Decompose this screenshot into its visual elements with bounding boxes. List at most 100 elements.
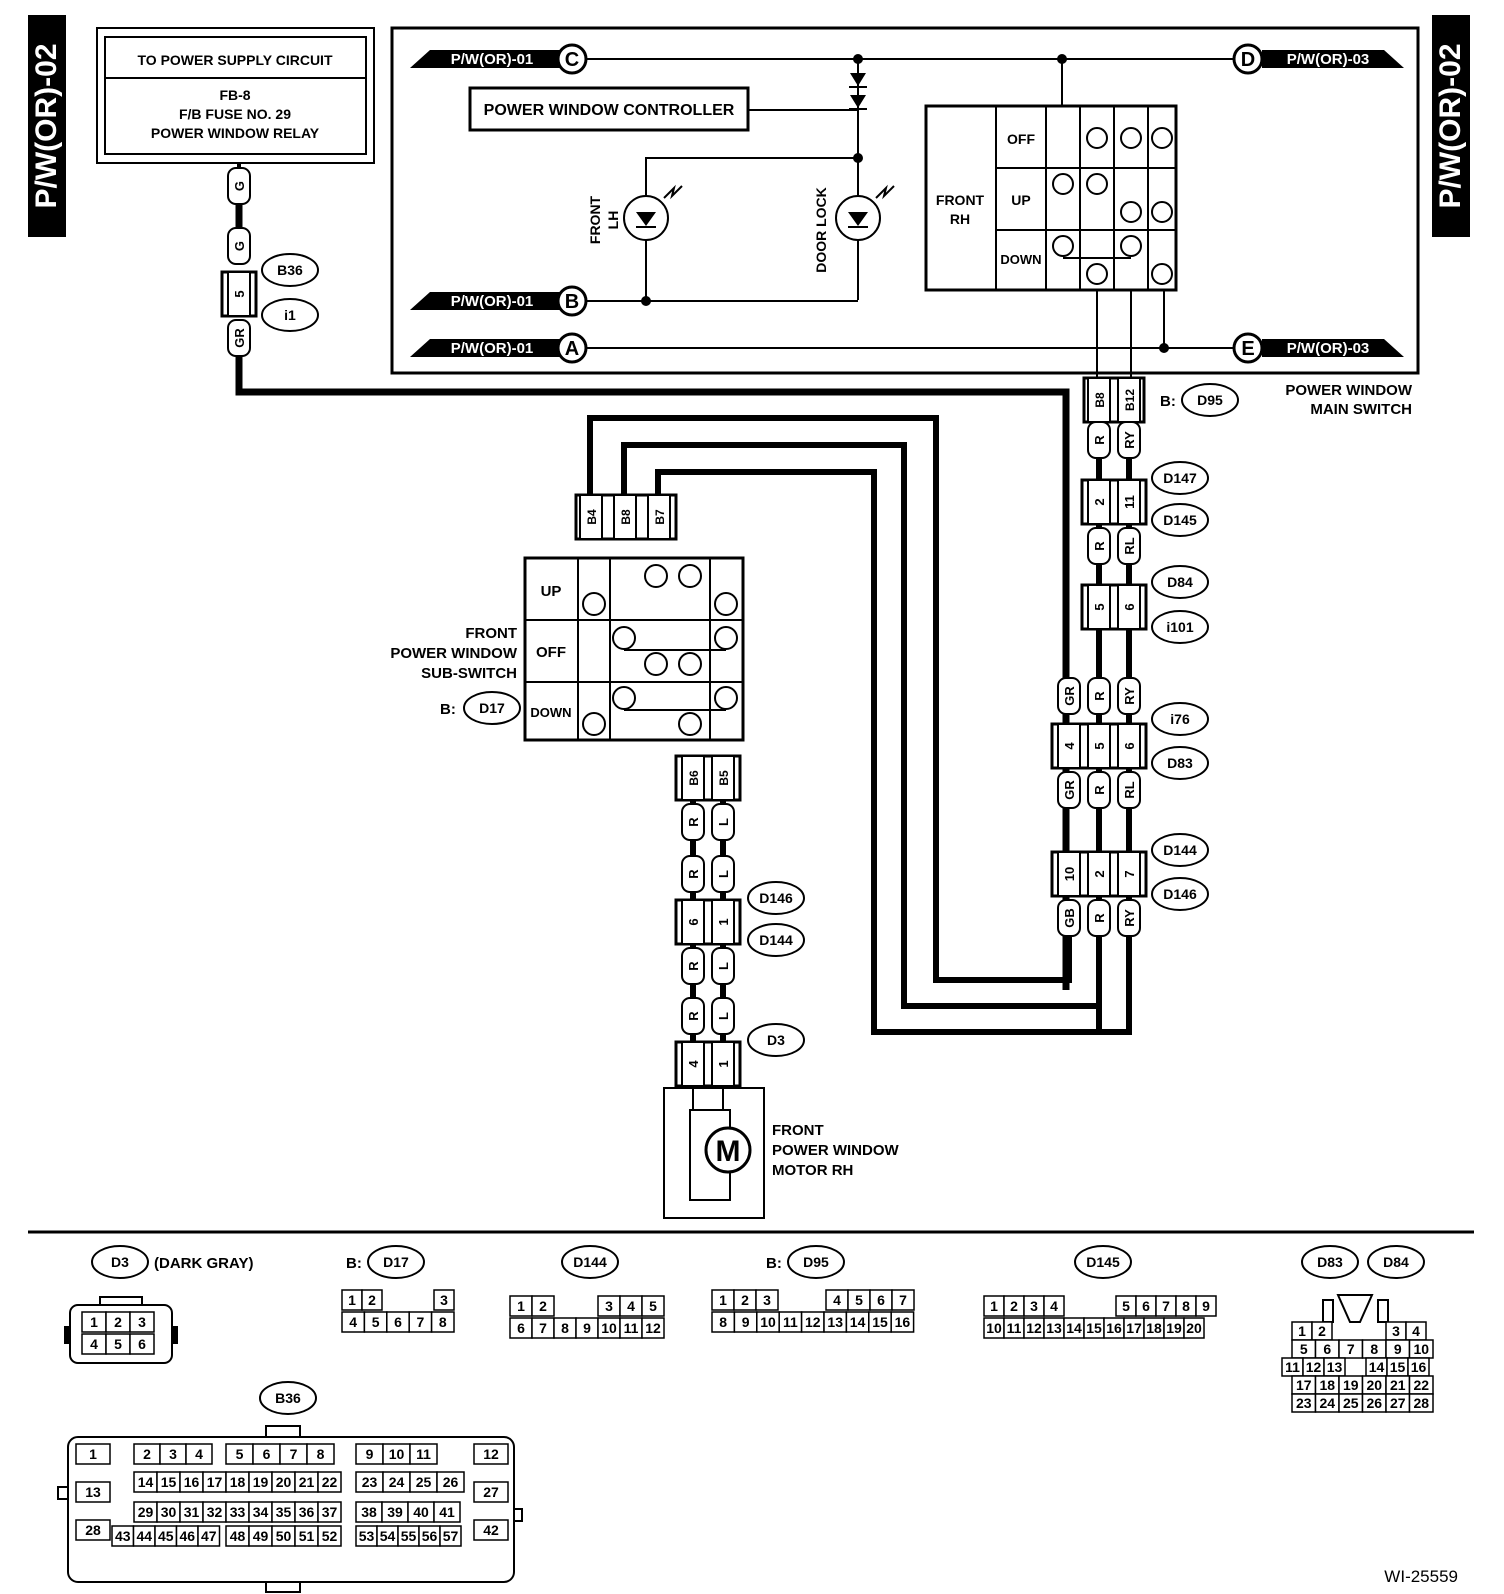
wire-label-gr3 [1057, 677, 1081, 715]
d144-pin-label: 1 [517, 1298, 525, 1314]
conn-text-d84: D84 [1167, 574, 1193, 590]
b36-pin-cell [317, 1525, 342, 1547]
d83-pin-label: 13 [1327, 1359, 1343, 1375]
wire-text-m-l4: L [716, 1012, 731, 1020]
motor-title-2: POWER WINDOW [772, 1142, 899, 1159]
main-switch-row-down: DOWN [1000, 252, 1041, 267]
b36-pin-label: 30 [161, 1504, 177, 1520]
door-lock-indicator-icon [835, 184, 895, 241]
d83-pin-label: 27 [1390, 1395, 1406, 1411]
figure-id: WI-25559 [1384, 1567, 1458, 1586]
d145-pin-label: 11 [1007, 1320, 1022, 1336]
sub-switch-row-up: UP [541, 583, 562, 600]
b36-pin-label: 41 [439, 1504, 455, 1520]
d145-pin-label: 15 [1086, 1320, 1102, 1336]
b36-pin-label: 47 [201, 1528, 217, 1544]
d145-pin-label: 14 [1066, 1320, 1082, 1336]
wire-text-ry5: RY [1122, 909, 1137, 927]
conn-text-d83: D83 [1167, 755, 1193, 771]
b36-pin-label: 7 [290, 1446, 298, 1462]
b36-pin-label: 25 [416, 1474, 432, 1490]
front-lh-indicator-icon [623, 184, 683, 241]
b36-pin-cell [473, 1481, 509, 1503]
d83-pin-label: 9 [1394, 1341, 1402, 1357]
d83-pin-label: 6 [1323, 1341, 1331, 1357]
d17-prefix: B: [440, 701, 456, 718]
arrow-e-label: P/W(OR)-03 [1287, 340, 1370, 357]
b36-pin-label: 15 [161, 1474, 177, 1490]
d95-pin-label: 5 [855, 1292, 863, 1308]
b36-pin-label: 33 [230, 1504, 246, 1520]
b36-pin-label: 13 [85, 1484, 101, 1500]
d17-label: D17 [479, 700, 505, 716]
d17-pin-label: 5 [372, 1314, 380, 1330]
d144-pin-cell [641, 1317, 665, 1339]
d95-pin-label: 9 [742, 1314, 750, 1330]
wire-label-r2 [1087, 527, 1111, 565]
b36-pin-label: 3 [169, 1446, 177, 1462]
d144-pin-label: 7 [539, 1320, 547, 1336]
legend-b36: B36 [275, 1390, 301, 1406]
arrow-a: P/W(OR)-01 A [410, 332, 588, 364]
b36-pin-label: 42 [483, 1522, 499, 1538]
b36-pin-cell [473, 1443, 509, 1465]
legend-d145: D145 [1086, 1254, 1120, 1270]
diode-2 [850, 95, 866, 108]
d17-pin-b8: B8 [619, 509, 633, 525]
fuse-line-3: POWER WINDOW RELAY [151, 125, 320, 141]
arrow-e-letter: E [1241, 338, 1254, 360]
conn-text-m-d144: D144 [759, 932, 793, 948]
d17-pin-label: 1 [348, 1292, 356, 1308]
d144-pin-label: 8 [561, 1320, 569, 1336]
main-switch-pos-1: FRONT [936, 192, 985, 208]
b36-pin-label: 23 [362, 1474, 378, 1490]
b36-pin-label: 44 [136, 1528, 152, 1544]
wire-label-ry3 [1117, 677, 1141, 715]
d17-pin-b5: B5 [717, 770, 731, 786]
arrow-c: P/W(OR)-01 C [410, 43, 588, 75]
d3-pin-cell [129, 1311, 155, 1333]
d17-pin-b6: B6 [687, 770, 701, 786]
conn-label-i1 [261, 298, 319, 332]
d95-label: D95 [1197, 392, 1223, 408]
d83-pin-label: 12 [1306, 1359, 1322, 1375]
conn-text-d146: D146 [1163, 886, 1197, 902]
legend-d84: D84 [1383, 1254, 1409, 1270]
legend-d95: D95 [803, 1254, 829, 1270]
d145-pin-label: 19 [1166, 1320, 1182, 1336]
sub-switch-title-3: SUB-SWITCH [421, 665, 517, 682]
b36-pin-label: 16 [184, 1474, 200, 1490]
wire-text-m-l3: L [716, 962, 731, 970]
d95-pin-label: 13 [827, 1314, 843, 1330]
main-switch-row-up: UP [1011, 192, 1030, 208]
wire-text-rl2: RL [1122, 537, 1137, 554]
d3-pin-label: 4 [90, 1336, 98, 1352]
route-wire-3 [655, 469, 1132, 1035]
d83-pin-label: 15 [1390, 1359, 1406, 1375]
d144-pin-2: 2 [1092, 870, 1107, 877]
b36-pin-cell [185, 1443, 213, 1465]
d144-pin-7: 7 [1122, 870, 1137, 877]
d83-pin-label: 8 [1370, 1341, 1378, 1357]
conn-text-i1: i1 [284, 307, 296, 323]
b36-pin-cell [317, 1471, 342, 1493]
b36-pin-label: 17 [207, 1474, 223, 1490]
d3-pin-1: 1 [716, 1060, 731, 1067]
d95-pin-b12: B12 [1123, 389, 1137, 411]
b36-pin-label: 28 [85, 1522, 101, 1538]
b36-pin-label: 56 [422, 1528, 438, 1544]
b36-pin-label: 46 [179, 1528, 195, 1544]
side-tab-left-label: P/W(OR)-02 [30, 44, 63, 209]
wire-text-ry3: RY [1122, 687, 1137, 705]
b36-pin-label: 31 [184, 1504, 200, 1520]
power-window-main-switch: FRONT RH OFF UP DOWN POWER WINDOW MAIN S… [924, 59, 1413, 418]
arrow-d-label: P/W(OR)-03 [1287, 51, 1370, 68]
wire-label-r1 [1087, 421, 1111, 459]
wire-label-m-l4 [711, 997, 735, 1035]
i76-pin-4: 4 [1062, 742, 1077, 750]
d83-pin-label: 4 [1412, 1323, 1420, 1339]
wire-text-r4: R [1092, 785, 1107, 795]
right-harness: R RY 2 11 R RL 5 6 GR R RY 4 5 6 GR R [1050, 421, 1209, 1035]
d95-pin-label: 10 [760, 1314, 776, 1330]
